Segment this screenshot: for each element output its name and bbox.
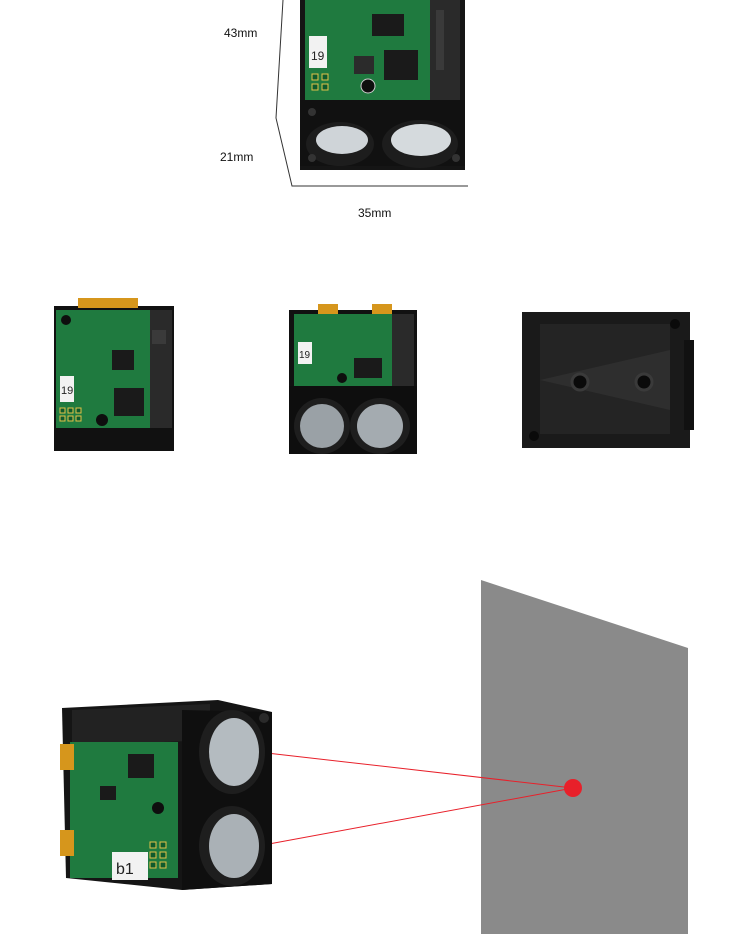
module-tag-top: 19: [311, 49, 325, 63]
laser-dot: [564, 779, 582, 797]
measurement-illustration: b1: [60, 580, 688, 934]
dimension-label-width: 35mm: [358, 204, 391, 222]
dimension-label-height: 43mm: [224, 24, 257, 42]
top-module-housing: 19: [300, 0, 465, 170]
top-module-photo: 19: [275, 0, 468, 187]
depth-label: 21mm: [220, 150, 254, 164]
target-wall: [481, 580, 688, 934]
width-label: 35mm: [358, 206, 392, 220]
height-label: 43mm: [224, 26, 258, 40]
laser-beams: [257, 751, 574, 847]
dimension-label-depth: 21mm: [220, 148, 253, 166]
module-tag-center: 19: [299, 350, 311, 361]
three-views-row: 19 19: [54, 298, 694, 454]
module-view-right: [522, 312, 694, 448]
bottom-module: b1: [60, 700, 272, 890]
module-view-left: 19: [54, 298, 174, 451]
dimension-lines: [275, 0, 468, 187]
module-tag-bottom: b1: [116, 861, 134, 878]
module-tag-left: 19: [61, 385, 73, 397]
module-view-center: 19: [289, 304, 417, 454]
